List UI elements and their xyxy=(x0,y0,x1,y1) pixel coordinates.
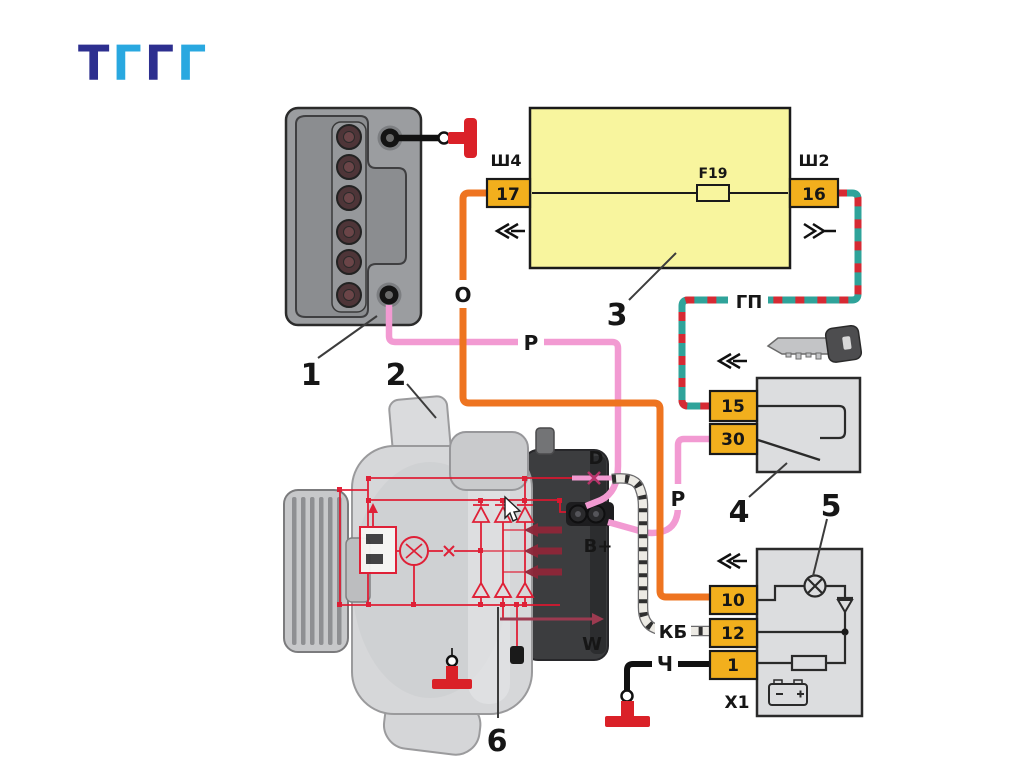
wire-label-pink-ignition: Р xyxy=(671,487,686,511)
callout-rectifier: 6 xyxy=(487,607,508,759)
connector-sh4-label: Ш4 xyxy=(491,151,522,170)
ignition-pin-30 xyxy=(708,422,759,456)
callout-battery: 1 xyxy=(301,315,378,393)
cluster-pin-10 xyxy=(708,584,759,616)
splice-x-icon xyxy=(587,471,601,485)
alternator-illustration xyxy=(283,395,609,756)
fuse-f19-label: F19 xyxy=(698,166,727,182)
alternator-pulley xyxy=(283,489,371,653)
callout-ignition-switch: 4 xyxy=(729,462,788,530)
ground-stud xyxy=(510,646,524,664)
ground-icon xyxy=(605,701,650,727)
alternator-internal-schematic xyxy=(337,476,572,646)
wire-w-arrow xyxy=(500,613,604,625)
callout-fuse-box: 3 xyxy=(607,252,677,333)
wire-orange xyxy=(459,189,710,601)
wire-label-pink-battery: Р xyxy=(524,331,539,355)
fuse-f19 xyxy=(696,184,730,202)
pin-17-label: 17 xyxy=(496,185,520,205)
callout-alternator: 2 xyxy=(386,358,437,419)
wire-pink-battery xyxy=(385,305,622,510)
connector-sh2-label: Ш2 xyxy=(799,151,830,170)
fuse-box: F19 17 Ш4 16 Ш2 xyxy=(485,106,840,270)
logo-letter: Г xyxy=(177,34,210,92)
instrument-cluster: 10 12 1 X1 xyxy=(708,547,864,718)
logo-letter: Г xyxy=(112,34,145,92)
stator-phase-arrows xyxy=(524,523,562,579)
connector-arrow-left-icon xyxy=(494,222,525,240)
cluster-pin-1 xyxy=(708,649,759,681)
battery-cell-caps xyxy=(336,124,362,308)
alternator-ground-icon xyxy=(432,648,472,689)
terminal-w-label: W xyxy=(582,634,602,655)
key-icon xyxy=(766,324,863,363)
battery-icon xyxy=(768,679,808,706)
battery xyxy=(284,106,423,327)
svg-text:4: 4 xyxy=(729,495,750,530)
wire-teal-red-striped xyxy=(678,189,862,410)
ignition-pin-15 xyxy=(708,389,759,423)
callout-warning-lamp: 5 xyxy=(812,489,842,577)
cluster-pin-10-label: 10 xyxy=(721,591,745,611)
ignition-pin-30-label: 30 xyxy=(721,430,745,450)
logo-letter: Т xyxy=(78,34,113,92)
connector-arrow-left-icon xyxy=(716,352,747,370)
diode-icon xyxy=(836,599,854,614)
cursor-icon xyxy=(504,495,522,522)
cluster-pin-1-label: 1 xyxy=(727,656,739,676)
connector-x1-label: X1 xyxy=(725,693,750,713)
cluster-pin-12 xyxy=(708,617,759,649)
site-logo: ТГГГ xyxy=(78,34,210,92)
pin-16-label: 16 xyxy=(802,185,826,205)
svg-text:3: 3 xyxy=(607,298,628,333)
terminal-b-plus-label: B+ xyxy=(584,536,613,557)
wire-label-orange: О xyxy=(454,283,471,307)
wire-label-black: Ч xyxy=(657,652,673,676)
connector-pin-16 xyxy=(788,177,840,209)
svg-text:2: 2 xyxy=(386,358,407,393)
ignition-switch: 15 30 xyxy=(708,324,863,474)
cluster-pin-12-label: 12 xyxy=(721,624,745,644)
wire-black-ground xyxy=(605,661,710,727)
power-terminal-icon xyxy=(448,118,477,158)
connector-pin-17 xyxy=(485,177,532,209)
wire-label-white-black: КБ xyxy=(659,622,687,643)
resistor-icon xyxy=(790,654,828,672)
svg-text:1: 1 xyxy=(301,358,322,393)
battery-positive-lead xyxy=(394,118,477,158)
svg-text:6: 6 xyxy=(487,724,508,759)
terminal-d-label: D xyxy=(589,448,604,469)
logo-letter: Г xyxy=(144,34,178,92)
connector-arrow-left-icon xyxy=(716,552,747,570)
connector-arrow-right-icon xyxy=(803,222,836,240)
ignition-pin-15-label: 15 xyxy=(721,397,745,417)
wire-label-teal-red: ГП xyxy=(736,292,763,313)
wire-pink-ignition xyxy=(607,435,710,537)
svg-text:5: 5 xyxy=(821,489,842,524)
